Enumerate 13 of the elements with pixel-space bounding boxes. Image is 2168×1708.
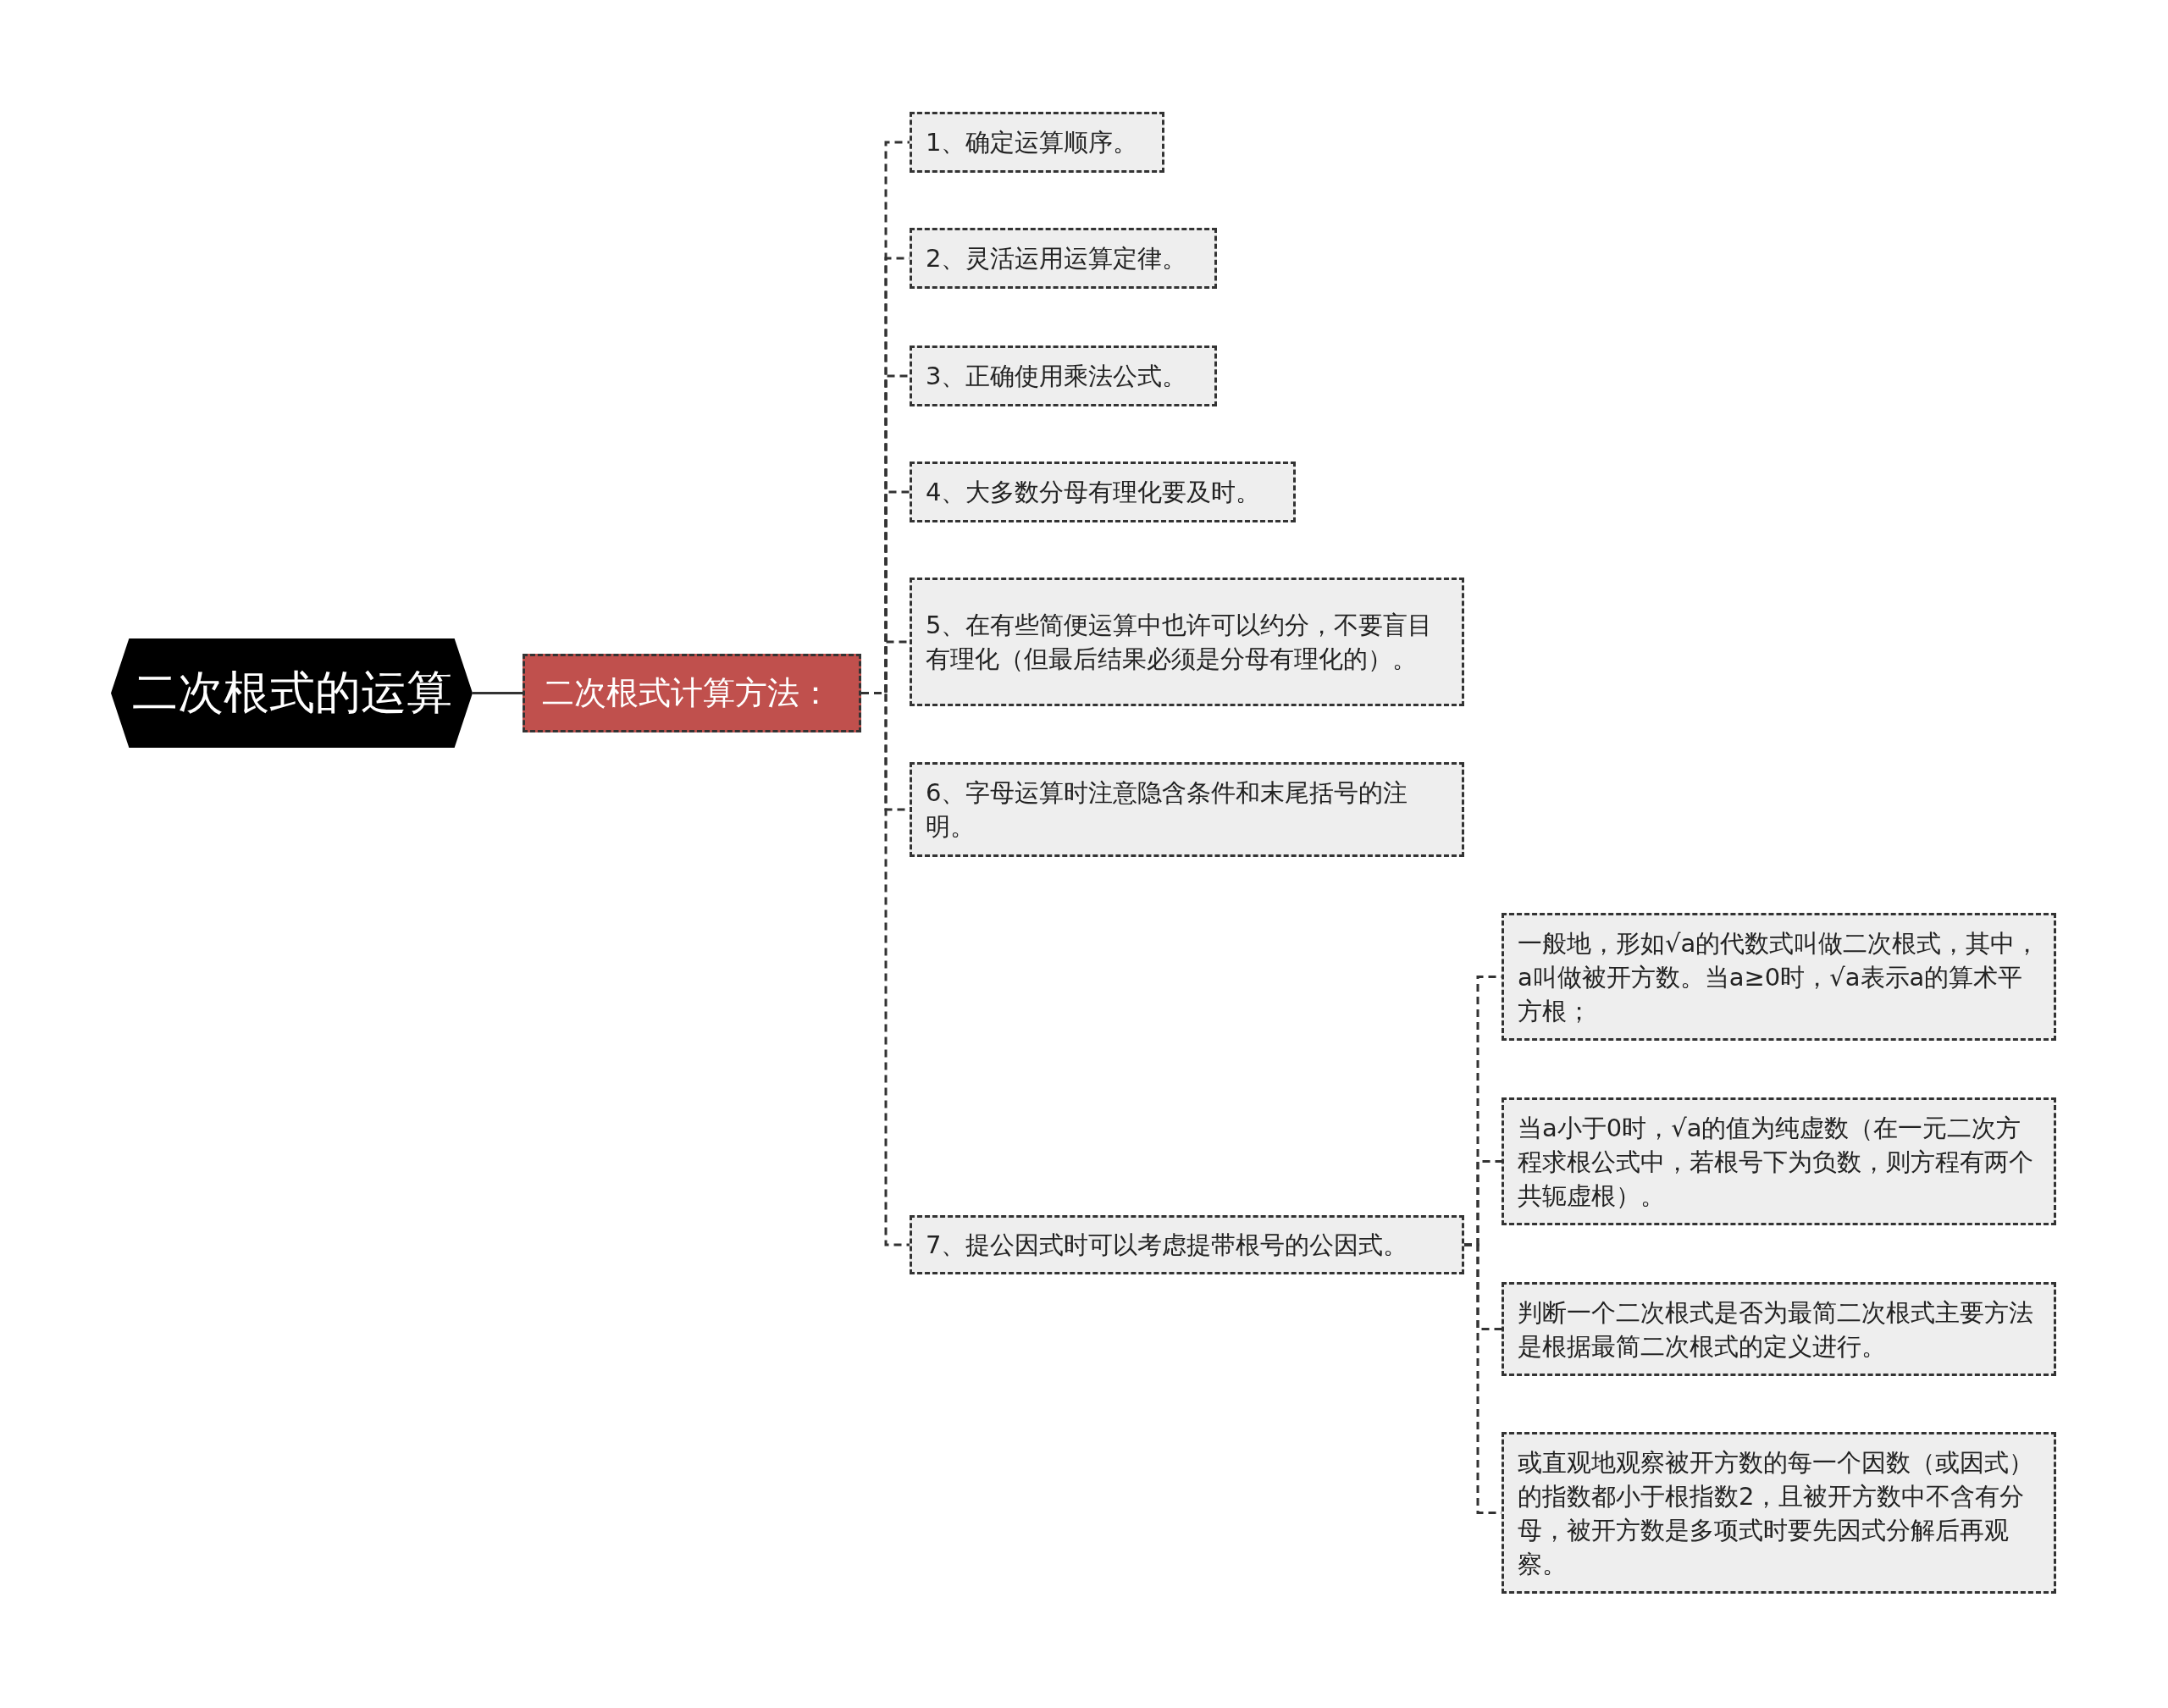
topic-box: 1、确定运算顺序。 xyxy=(910,112,1164,173)
topic-box: 7、提公因式时可以考虑提带根号的公因式。 xyxy=(910,1215,1464,1274)
topic-box: 6、字母运算时注意隐含条件和末尾括号的注明。 xyxy=(910,762,1464,857)
topic-box: 5、在有些简便运算中也许可以约分，不要盲目有理化（但最后结果必须是分母有理化的）。 xyxy=(910,578,1464,706)
topic-box: 或直观地观察被开方数的每一个因数（或因式）的指数都小于根指数2，且被开方数中不含有分母，被开方数是多项式时要先因式分解后再观察。 xyxy=(1502,1432,2056,1594)
topic-box: 3、正确使用乘法公式。 xyxy=(910,345,1217,406)
topic-box: 2、灵活运用运算定律。 xyxy=(910,228,1217,289)
topic-box: 4、大多数分母有理化要及时。 xyxy=(910,462,1296,522)
topic-box: 当a小于0时，√a的值为纯虚数（在一元二次方程求根公式中，若根号下为负数，则方程有两个共轭虚根）。 xyxy=(1502,1097,2056,1225)
topic-box: 一般地，形如√a的代数式叫做二次根式，其中，a叫做被开方数。当a≥0时，√a表示a的算术平方根； xyxy=(1502,913,2056,1041)
connector-line xyxy=(473,692,523,694)
topic-box: 判断一个二次根式是否为最简二次根式主要方法是根据最简二次根式的定义进行。 xyxy=(1502,1282,2056,1376)
topic-box: 二次根式计算方法： xyxy=(523,654,861,732)
